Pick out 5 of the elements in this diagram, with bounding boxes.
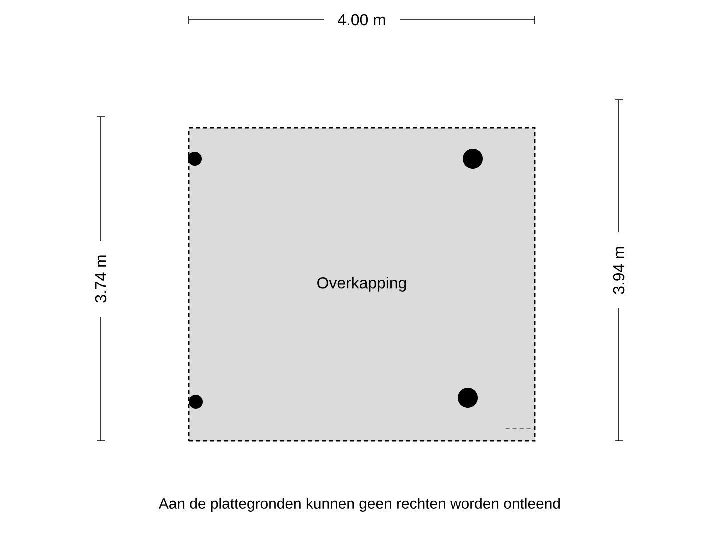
dimension-label: 3.74 m — [95, 256, 107, 303]
room-outline: Overkapping — [188, 127, 536, 442]
dimension-label: 4.00 m — [338, 14, 386, 26]
dimension-label: 3.94 m — [613, 247, 625, 294]
disclaimer-text: Aan de plattegronden kunnen geen rechten worden ontleend — [158, 498, 560, 512]
